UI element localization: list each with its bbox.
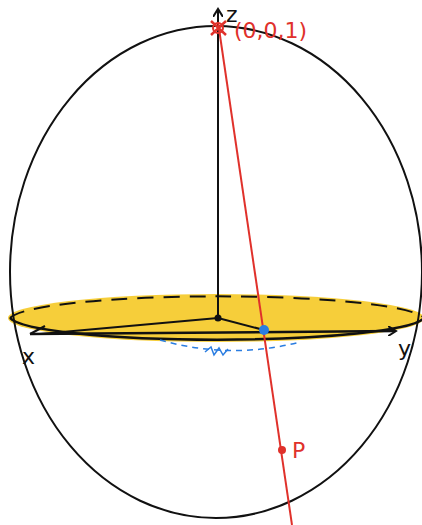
north-pole-mark	[211, 21, 226, 35]
point-p	[278, 446, 286, 454]
point-coordinates: (0,0,1)	[234, 20, 307, 42]
projection-line	[218, 22, 292, 525]
origin-dot	[215, 315, 222, 322]
equator-back	[10, 296, 422, 318]
equator-front	[10, 318, 422, 340]
projected-point	[259, 325, 269, 335]
north-pole-circle	[213, 23, 223, 33]
axis-label: x	[22, 346, 35, 368]
point-label: P	[292, 440, 305, 462]
blue-arc	[160, 340, 300, 351]
y-axis	[30, 331, 395, 334]
blue-scribble	[205, 347, 228, 355]
z-axis	[217, 10, 219, 318]
equator-plane	[8, 294, 422, 342]
axis-label: y	[398, 338, 411, 360]
plane-segment	[218, 318, 264, 330]
x-axis	[40, 318, 218, 334]
sphere-outline	[10, 26, 422, 518]
x-axis-tip	[30, 326, 45, 334]
